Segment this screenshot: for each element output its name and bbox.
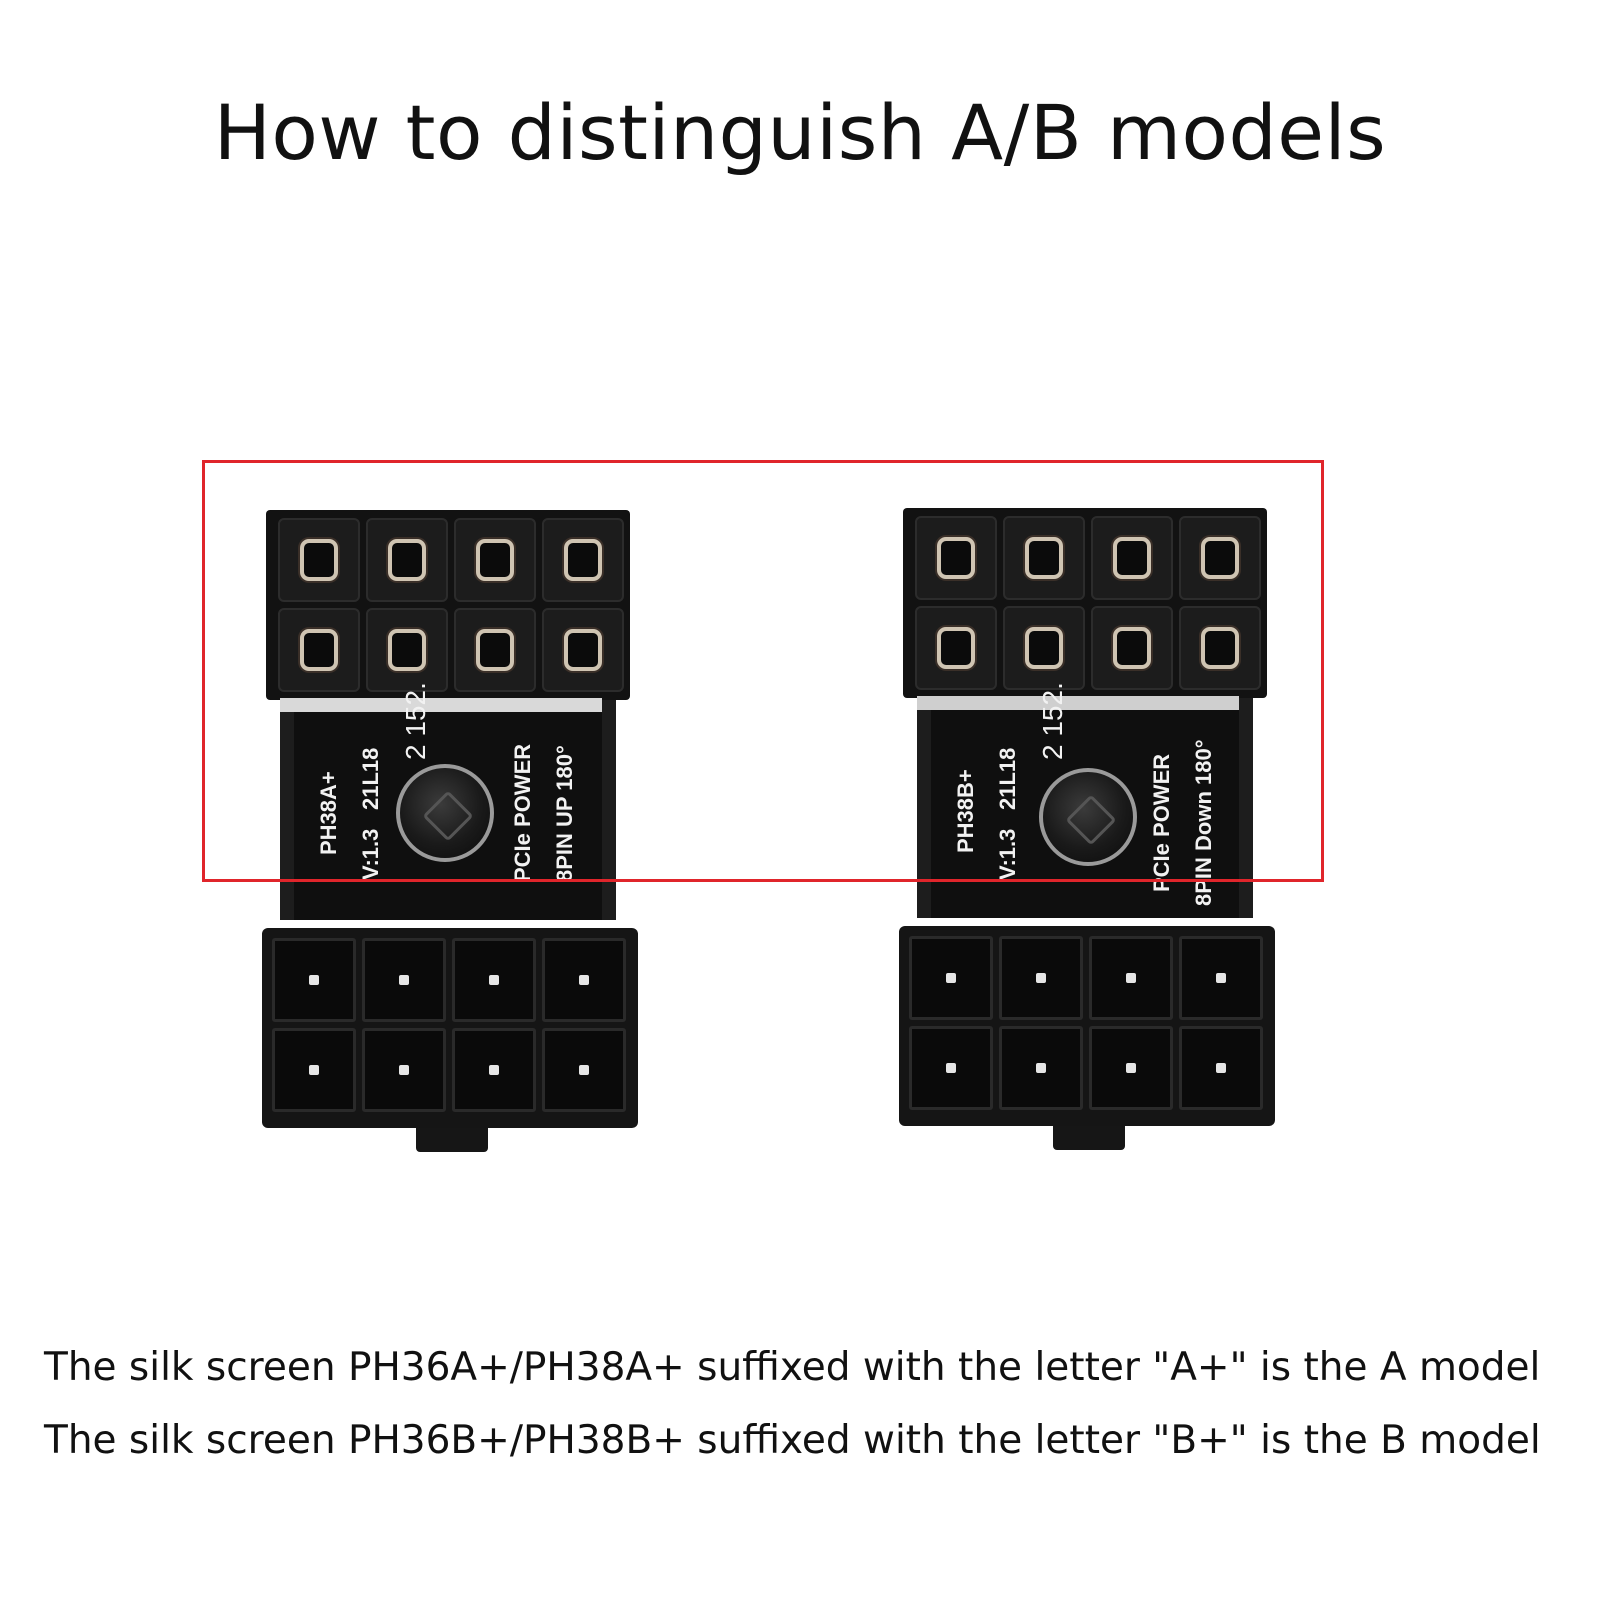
- socket-cell: [909, 936, 993, 1020]
- pin: [300, 539, 338, 581]
- socket-contact: [1036, 1063, 1046, 1073]
- socket-cell: [909, 1026, 993, 1110]
- highlight-box: [202, 460, 1324, 882]
- top-connector: [266, 510, 630, 700]
- socket-contact: [489, 975, 499, 985]
- socket-contact: [489, 1065, 499, 1075]
- pin-cell: [1091, 516, 1173, 600]
- pin-cell: [1003, 606, 1085, 690]
- bottom-connector: [899, 926, 1275, 1126]
- plate-strip: [917, 696, 1239, 710]
- socket-cell: [1179, 936, 1263, 1020]
- socket-cell: [542, 1028, 626, 1112]
- socket-contact: [579, 1065, 589, 1075]
- pin: [1113, 537, 1151, 579]
- socket-cell: [362, 938, 446, 1022]
- socket-contact: [1126, 973, 1136, 983]
- pin-cell: [1091, 606, 1173, 690]
- socket-contact: [946, 973, 956, 983]
- pin-cell: [1179, 606, 1261, 690]
- socket-cell: [999, 936, 1083, 1020]
- latch: [1053, 1126, 1125, 1150]
- pin: [476, 539, 514, 581]
- socket-cell: [452, 1028, 536, 1112]
- socket-contact: [1036, 973, 1046, 983]
- plate-strip: [280, 698, 602, 712]
- pin: [1025, 627, 1063, 669]
- bottom-connector: [262, 928, 638, 1128]
- pin-cell: [278, 518, 360, 602]
- caption-b-model: The silk screen PH36B+/PH38B+ suffixed w…: [44, 1418, 1541, 1463]
- pin-cell: [1179, 516, 1261, 600]
- pin-cell: [542, 608, 624, 692]
- pin: [1113, 627, 1151, 669]
- socket-contact: [399, 975, 409, 985]
- socket-cell: [999, 1026, 1083, 1110]
- caption-a-model: The silk screen PH36A+/PH38A+ suffixed w…: [44, 1345, 1541, 1390]
- socket-cell: [1179, 1026, 1263, 1110]
- socket-contact: [1216, 973, 1226, 983]
- pin-grid: [278, 518, 624, 692]
- socket-contact: [1216, 1063, 1226, 1073]
- socket-cell: [272, 1028, 356, 1112]
- socket-cell: [452, 938, 536, 1022]
- pin: [388, 539, 426, 581]
- socket-cell: [272, 938, 356, 1022]
- pin: [564, 629, 602, 671]
- socket-contact: [399, 1065, 409, 1075]
- socket-contact: [1126, 1063, 1136, 1073]
- screw-icon: [1039, 768, 1137, 866]
- socket-contact: [309, 1065, 319, 1075]
- pin: [564, 539, 602, 581]
- top-connector: [903, 508, 1267, 698]
- pin: [1201, 627, 1239, 669]
- pin-grid: [915, 516, 1261, 690]
- pin-cell: [366, 608, 448, 692]
- pin: [937, 537, 975, 579]
- socket-contact: [579, 975, 589, 985]
- pin: [937, 627, 975, 669]
- socket-contact: [946, 1063, 956, 1073]
- pin-cell: [366, 518, 448, 602]
- pin: [300, 629, 338, 671]
- socket-cell: [1089, 936, 1173, 1020]
- pin-cell: [278, 608, 360, 692]
- pin-cell: [1003, 516, 1085, 600]
- pin-cell: [542, 518, 624, 602]
- pin: [388, 629, 426, 671]
- pin: [1025, 537, 1063, 579]
- socket-contact: [309, 975, 319, 985]
- socket-cell: [1089, 1026, 1173, 1110]
- pin-cell: [915, 516, 997, 600]
- page-title: How to distinguish A/B models: [213, 88, 1387, 177]
- pin-cell: [915, 606, 997, 690]
- socket-grid: [272, 938, 626, 1112]
- socket-cell: [362, 1028, 446, 1112]
- socket-grid: [909, 936, 1263, 1110]
- screw-icon: [396, 764, 494, 862]
- pin: [1201, 537, 1239, 579]
- socket-cell: [542, 938, 626, 1022]
- pin-cell: [454, 518, 536, 602]
- latch: [416, 1128, 488, 1152]
- pin: [476, 629, 514, 671]
- pin-cell: [454, 608, 536, 692]
